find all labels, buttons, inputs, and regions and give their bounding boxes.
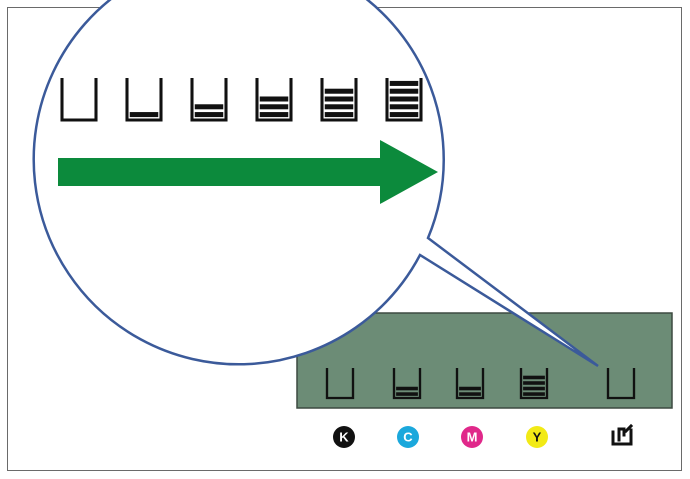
- magnified-gauge-level-bar: [194, 104, 224, 110]
- panel-gauge-magenta-bracket: [455, 368, 485, 400]
- magnified-gauge-bracket: [125, 78, 163, 122]
- panel-gauge-yellow-level-bar: [523, 392, 545, 396]
- progress-arrow-icon: [58, 140, 438, 204]
- panel-gauge-cyan-level-bar: [396, 386, 418, 391]
- ink-label-circle: [461, 426, 483, 448]
- panel-gauge-magenta: [455, 368, 485, 400]
- magnified-gauge-level-bar: [389, 88, 419, 94]
- magnified-gauge-level-bar: [389, 80, 419, 86]
- magnified-gauge-level-bar: [259, 96, 289, 102]
- ink-label-c: C: [397, 426, 419, 448]
- ink-label-y: Y: [526, 426, 548, 448]
- magnified-gauge: [255, 78, 293, 122]
- magnified-gauge-level-bar: [259, 104, 289, 110]
- magnified-gauge-level-bar: [129, 112, 159, 118]
- magnified-gauge-bracket: [320, 78, 358, 122]
- magnified-gauge-bracket: [60, 78, 98, 122]
- magnified-gauge-sequence: [60, 78, 423, 122]
- magnified-gauge-level-bar: [324, 104, 354, 110]
- ink-label-letter: Y: [533, 430, 542, 445]
- magnified-gauge: [60, 78, 98, 122]
- ink-label-k: K: [333, 426, 355, 448]
- ink-label-m: M: [461, 426, 483, 448]
- ink-label-letter: M: [467, 430, 478, 445]
- magnified-gauge-level-bar: [389, 104, 419, 110]
- panel-gauge-yellow-level-bar: [523, 386, 545, 391]
- ink-label-letter: C: [403, 430, 413, 445]
- magnified-gauge: [125, 78, 163, 122]
- magnified-gauge-level-bar: [324, 112, 354, 118]
- panel-gauge-cyan-bracket: [392, 368, 422, 400]
- magnified-gauge-level-bar: [324, 96, 354, 102]
- magnified-gauge-level-bar: [194, 112, 224, 118]
- ink-label-circle: [526, 426, 548, 448]
- ink-label-circle: [397, 426, 419, 448]
- panel-gauge-yellow-level-bar: [523, 381, 545, 385]
- panel-gauge-cyan-level-bar: [396, 392, 418, 396]
- maintenance-box-icon: [611, 423, 634, 446]
- magnified-gauge-level-bar: [389, 112, 419, 118]
- magnified-gauge-bracket: [255, 78, 293, 122]
- magnified-gauge: [320, 78, 358, 122]
- display-panel: [296, 312, 673, 409]
- magnified-gauge: [190, 78, 228, 122]
- panel-gauge-magenta-level-bar: [459, 386, 481, 391]
- panel-gauge-row: [325, 368, 636, 400]
- magnified-gauge-bracket: [190, 78, 228, 122]
- panel-gauge-cyan: [392, 368, 422, 400]
- panel-gauge-yellow: [519, 368, 549, 400]
- panel-gauge-maintenance-box-bracket: [606, 368, 636, 400]
- panel-gauge-yellow-level-bar: [523, 375, 545, 380]
- magnified-gauge-level-bar: [324, 88, 354, 94]
- panel-gauge-magenta-level-bar: [459, 392, 481, 396]
- panel-gauge-maintenance-box: [606, 368, 636, 400]
- magnified-gauge: [385, 78, 423, 122]
- panel-gauge-yellow-bracket: [519, 368, 549, 400]
- ink-label-letter: K: [339, 430, 349, 445]
- panel-gauge-black-bracket: [325, 368, 355, 400]
- magnified-gauge-level-bar: [259, 112, 289, 118]
- panel-gauge-black: [325, 368, 355, 400]
- ink-label-circle: [333, 426, 355, 448]
- magnified-gauge-bracket: [385, 78, 423, 122]
- magnified-gauge-level-bar: [389, 96, 419, 102]
